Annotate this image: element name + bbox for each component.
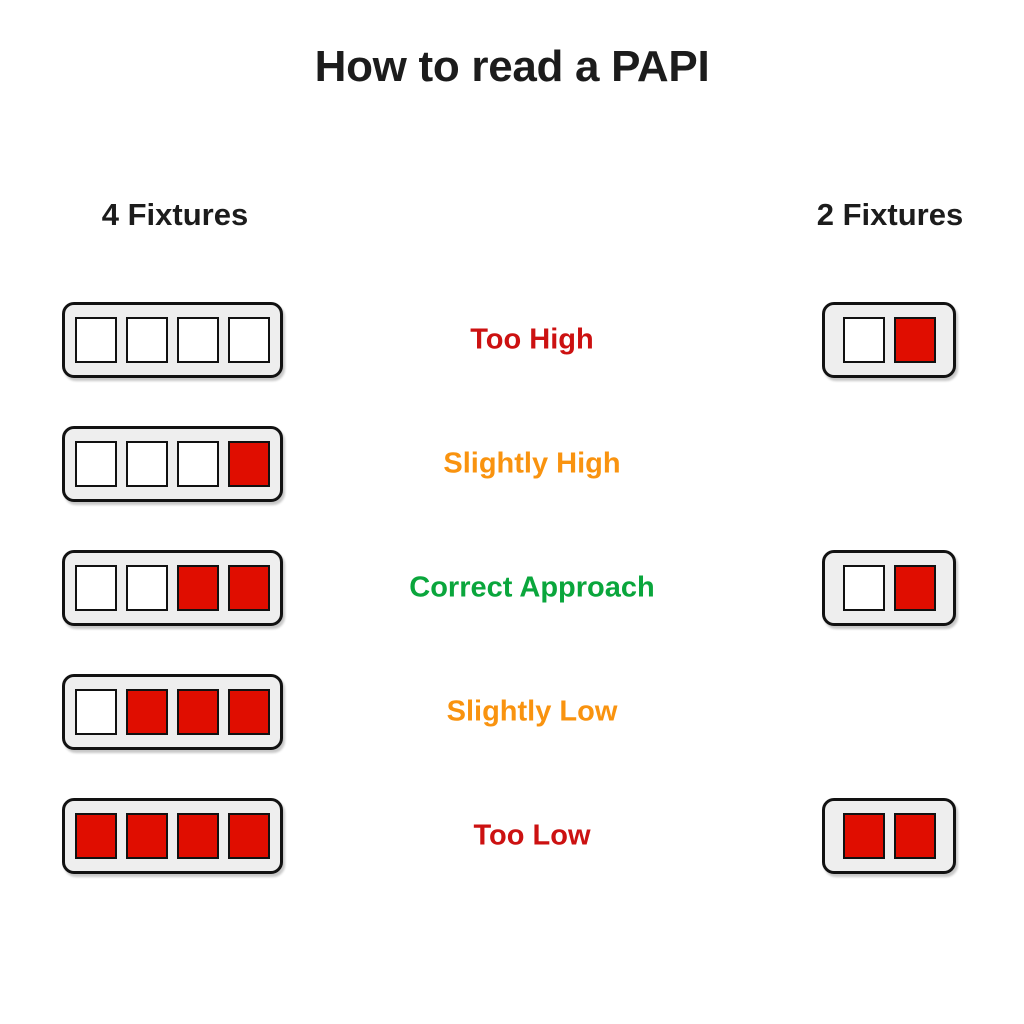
column-heading-two-fixtures: 2 Fixtures bbox=[816, 197, 964, 232]
lamp-red-3 bbox=[177, 813, 219, 859]
row-label-too-low: Too Low bbox=[473, 819, 591, 852]
lamp-red-4 bbox=[228, 441, 270, 487]
papi-row-correct-approach: Correct Approach bbox=[0, 550, 1024, 626]
four-fixture-bar-too-low bbox=[62, 798, 283, 874]
lamp-red-4 bbox=[228, 689, 270, 735]
four-fixture-bar-correct-approach bbox=[62, 550, 283, 626]
lamp-white-1 bbox=[75, 317, 117, 363]
papi-row-slightly-high: Slightly High bbox=[0, 426, 1024, 502]
four-fixture-bar-too-high bbox=[62, 302, 283, 378]
lamp-red-2 bbox=[893, 565, 936, 611]
lamp-red-2 bbox=[126, 813, 168, 859]
lamp-red-4 bbox=[228, 565, 270, 611]
lamp-white-1 bbox=[75, 441, 117, 487]
two-fixture-bar-correct-approach bbox=[822, 550, 956, 626]
four-fixture-bar-slightly-high bbox=[62, 426, 283, 502]
lamp-red-1 bbox=[75, 813, 117, 859]
row-label-slightly-high: Slightly High bbox=[443, 447, 621, 480]
lamp-white-3 bbox=[177, 441, 219, 487]
lamp-white-2 bbox=[126, 317, 168, 363]
lamp-red-2 bbox=[893, 317, 936, 363]
row-label-slightly-low: Slightly Low bbox=[446, 695, 618, 728]
four-fixture-bar-slightly-low bbox=[62, 674, 283, 750]
lamp-red-2 bbox=[126, 689, 168, 735]
lamp-red-4 bbox=[228, 813, 270, 859]
lamp-white-1 bbox=[842, 565, 885, 611]
row-label-correct-approach: Correct Approach bbox=[409, 571, 655, 604]
two-fixture-bar-too-low bbox=[822, 798, 956, 874]
lamp-white-4 bbox=[228, 317, 270, 363]
lamp-white-2 bbox=[126, 441, 168, 487]
lamp-white-1 bbox=[75, 565, 117, 611]
lamp-red-1 bbox=[842, 813, 885, 859]
page-title: How to read a PAPI bbox=[314, 42, 710, 91]
papi-row-too-high: Too High bbox=[0, 302, 1024, 378]
lamp-white-3 bbox=[177, 317, 219, 363]
row-label-too-high: Too High bbox=[470, 323, 594, 356]
papi-row-too-low: Too Low bbox=[0, 798, 1024, 874]
two-fixture-bar-too-high bbox=[822, 302, 956, 378]
lamp-red-2 bbox=[893, 813, 936, 859]
lamp-white-2 bbox=[126, 565, 168, 611]
papi-row-slightly-low: Slightly Low bbox=[0, 674, 1024, 750]
lamp-red-3 bbox=[177, 689, 219, 735]
lamp-white-1 bbox=[75, 689, 117, 735]
lamp-white-1 bbox=[842, 317, 885, 363]
column-heading-four-fixtures: 4 Fixtures bbox=[101, 197, 249, 232]
lamp-red-3 bbox=[177, 565, 219, 611]
